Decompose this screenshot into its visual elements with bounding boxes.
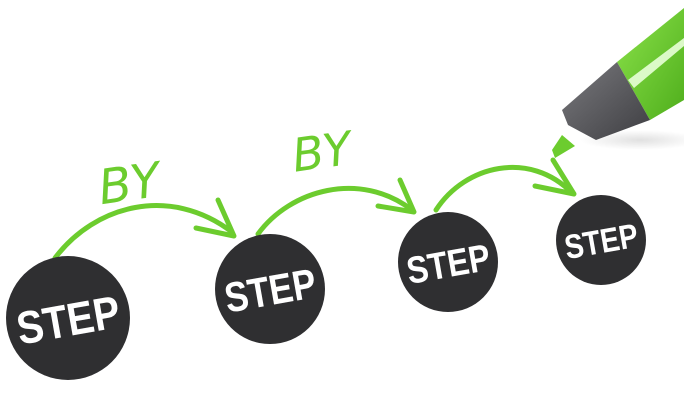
- arrow-1: [52, 203, 235, 261]
- step-badge-4: STEP: [556, 195, 646, 285]
- by-word-2: BY: [289, 120, 359, 182]
- pen-cap: [562, 62, 650, 140]
- arrow-3: [433, 164, 575, 213]
- pen-tip: [552, 135, 575, 158]
- step-badge-1: STEP: [6, 256, 130, 380]
- arrow-2-head: [375, 177, 417, 215]
- arrow-1-head: [193, 197, 237, 239]
- arrow-2: [255, 185, 415, 237]
- step-badge-3: STEP: [398, 212, 498, 312]
- arrow-3-head: [532, 157, 577, 197]
- step-badge-2: STEP: [215, 234, 325, 344]
- by-word-1: BY: [95, 152, 167, 217]
- green-pen: [552, 8, 684, 158]
